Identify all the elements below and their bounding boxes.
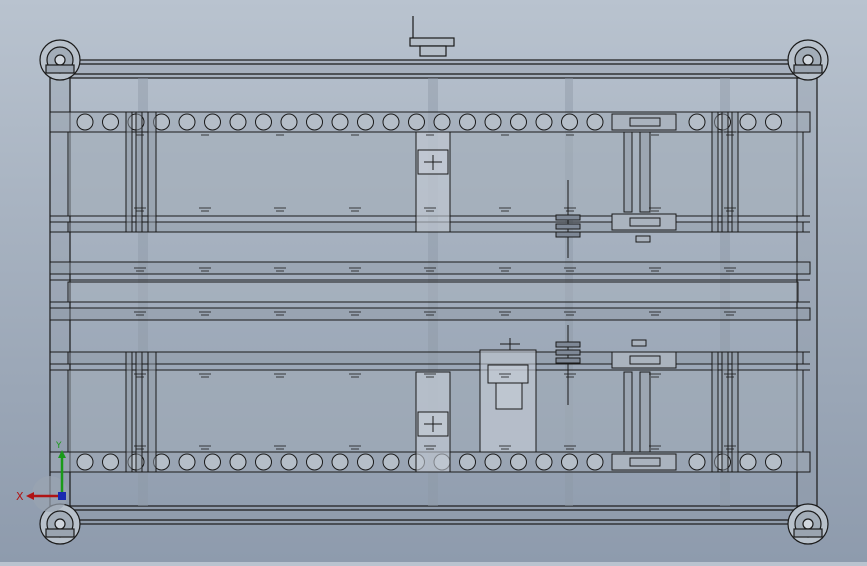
roller <box>255 453 272 471</box>
roller <box>204 113 221 131</box>
roller <box>408 113 425 131</box>
roller <box>510 453 527 471</box>
roller <box>739 113 757 131</box>
roller <box>306 453 323 471</box>
y-axis-label: Y <box>55 441 62 451</box>
vertical-supports <box>138 78 730 506</box>
x-axis-head <box>26 492 34 500</box>
roller <box>255 113 272 131</box>
roller <box>357 453 374 471</box>
top-beam <box>59 59 811 79</box>
clamp-assemblies <box>611 113 677 471</box>
roller <box>357 113 374 131</box>
caster-axle <box>802 54 814 66</box>
caster-mount <box>45 64 75 74</box>
roller <box>229 453 247 471</box>
roller <box>535 453 553 471</box>
z-axis-marker <box>58 492 66 500</box>
conveyor-uprights <box>125 111 739 473</box>
roller <box>102 113 119 131</box>
y-axis-head <box>58 450 66 458</box>
roller <box>178 453 196 471</box>
roller <box>306 113 323 131</box>
x-axis-label: X <box>16 490 24 503</box>
roller <box>688 113 706 131</box>
roller <box>739 453 757 471</box>
roller <box>280 113 298 131</box>
drive-shafts <box>555 180 581 405</box>
roller <box>688 453 706 471</box>
roller <box>178 113 196 131</box>
corner-casters <box>39 39 829 545</box>
roller <box>765 113 782 131</box>
caster-mount <box>45 528 75 538</box>
motor-blocks <box>415 131 537 473</box>
roller <box>561 113 578 131</box>
roller <box>586 453 604 471</box>
roller <box>586 113 604 131</box>
roller <box>382 453 400 471</box>
roller <box>433 113 451 131</box>
roller <box>484 453 502 471</box>
roller <box>459 113 476 131</box>
roller <box>561 453 578 471</box>
coordinate-triad: X Y <box>16 441 68 512</box>
caster-axle <box>802 518 814 530</box>
roller <box>382 113 400 131</box>
roller <box>280 453 298 471</box>
fastener-marks <box>134 131 736 450</box>
roller <box>102 453 119 471</box>
roller <box>535 113 553 131</box>
roller <box>229 113 247 131</box>
roller <box>76 113 94 131</box>
roller <box>331 453 349 471</box>
roller <box>510 113 527 131</box>
caster-axle <box>54 518 66 530</box>
bottom-beam <box>59 505 811 525</box>
top-handle <box>409 16 455 57</box>
roller <box>331 113 349 131</box>
roller <box>204 453 221 471</box>
roller <box>765 453 782 471</box>
roller <box>459 453 476 471</box>
caster-mount <box>793 528 823 538</box>
upper-roller-row <box>76 113 782 131</box>
roller <box>484 113 502 131</box>
triad-origin-shading <box>32 476 68 512</box>
caster-mount <box>793 64 823 74</box>
caster-axle <box>54 54 66 66</box>
roller <box>76 453 94 471</box>
